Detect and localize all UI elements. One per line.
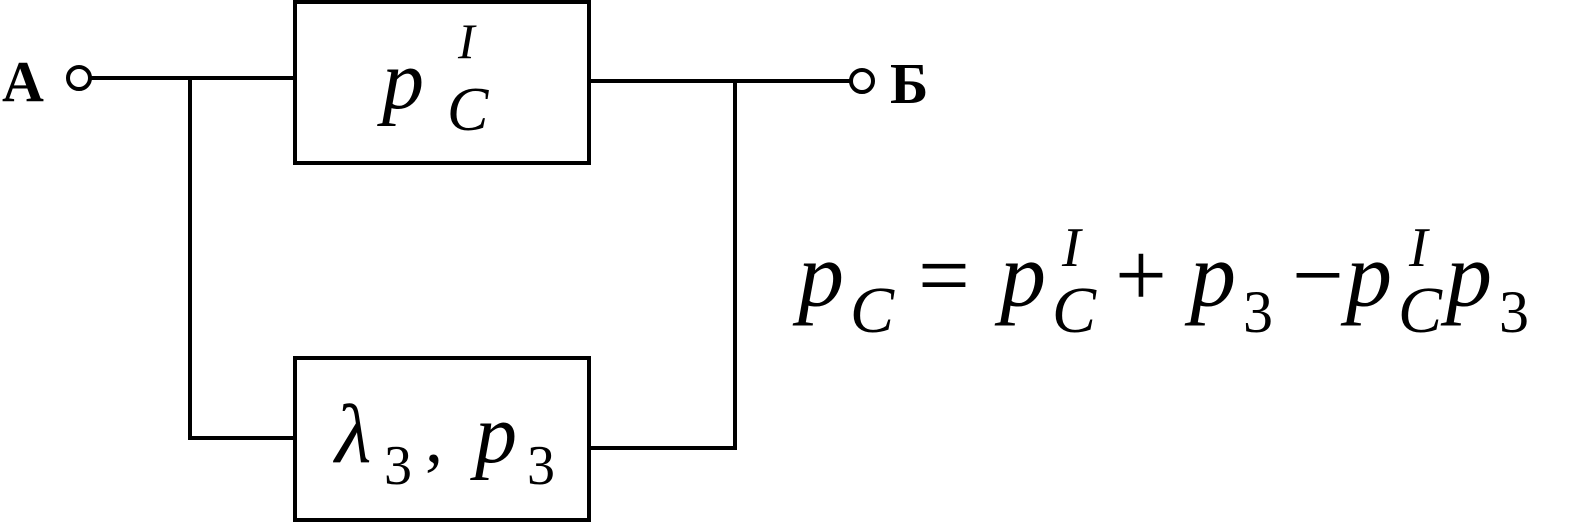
block-main-subscript: C xyxy=(447,76,489,144)
circuit-wires xyxy=(88,76,853,450)
block-main-superscript: I xyxy=(457,13,477,69)
formula-term3-superscript: I xyxy=(1408,217,1430,279)
terminal-b xyxy=(849,68,875,94)
block-main-label: p C I xyxy=(377,13,489,144)
formula-lhs-symbol: p xyxy=(792,224,844,326)
node-label-a: А xyxy=(2,49,44,114)
formula-term2-symbol: p xyxy=(1184,224,1236,326)
formula-term2-subscript: 3 xyxy=(1243,279,1273,345)
block-reserve-subscript: 3 xyxy=(527,435,555,497)
formula-term1-superscript: I xyxy=(1061,217,1083,279)
terminal-a xyxy=(66,65,92,91)
formula-equals: = xyxy=(918,224,970,326)
formula-term3-symbol: p xyxy=(1340,224,1392,326)
formula-term4-subscript: 3 xyxy=(1499,279,1529,345)
separator-comma: , xyxy=(425,398,443,478)
formula-term1-subscript: C xyxy=(1052,274,1097,347)
formula-plus: + xyxy=(1115,224,1167,326)
formula-term4-symbol: p xyxy=(1440,224,1492,326)
block-main xyxy=(293,0,591,165)
formula-term1-symbol: p xyxy=(994,224,1046,326)
block-reserve xyxy=(293,356,591,522)
lambda-subscript: 3 xyxy=(384,435,412,497)
reliability-formula: p C = p C I + p 3 − p C I p 3 xyxy=(792,217,1529,347)
node-label-b: Б xyxy=(890,51,928,116)
formula-term3-subscript: C xyxy=(1398,274,1443,347)
formula-minus: − xyxy=(1292,224,1344,326)
formula-lhs-subscript: C xyxy=(850,274,895,347)
lambda-symbol: λ xyxy=(332,388,371,481)
block-reserve-label: λ 3 , p 3 xyxy=(332,388,555,497)
block-main-symbol: p xyxy=(377,34,424,127)
block-reserve-symbol: p xyxy=(470,388,517,481)
